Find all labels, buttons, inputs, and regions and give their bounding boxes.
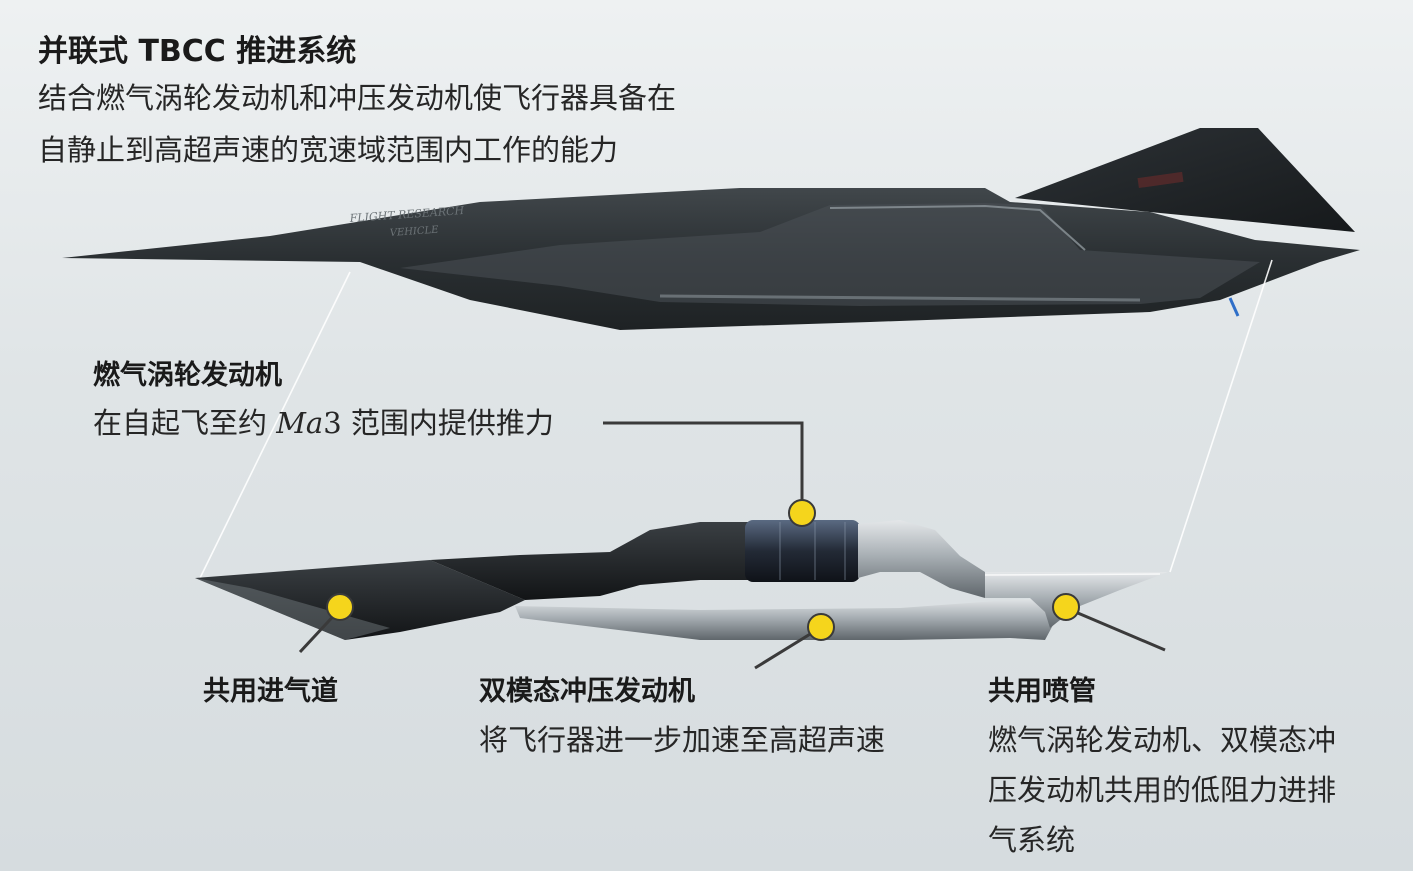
shared-inlet-label: 共用进气道 <box>203 676 338 707</box>
aircraft: FLIGHT RESEARCH VEHICLE <box>62 128 1360 330</box>
diagram-description-line-2: 自静止到高超声速的宽速域范围内工作的能力 <box>38 133 619 167</box>
leader-nozzle <box>1065 606 1166 652</box>
turbine-engine-description: 在自起飞至约 Ma3 范围内提供推力 <box>93 397 554 449</box>
marker-ramjet <box>807 613 835 641</box>
tbcc-engine <box>195 520 1168 640</box>
leader-turbine <box>603 421 804 510</box>
shared-nozzle-description-line-2: 压发动机共用的低阻力进排 <box>988 773 1337 807</box>
shared-inlet-shape <box>195 560 525 640</box>
leader-ramjet <box>754 626 821 670</box>
turbine-desc-suffix: 3 范围内提供推力 <box>323 406 554 440</box>
markers <box>326 499 1080 641</box>
aircraft-tail-fin <box>1015 128 1355 232</box>
shared-nozzle-description-line-3: 气系统 <box>988 823 1076 857</box>
turbine-core <box>745 520 860 582</box>
ramjet-duct <box>515 598 1060 640</box>
turbine-exhaust-duct <box>858 520 985 598</box>
turbine-desc-prefix: 在自起飞至约 <box>93 406 277 440</box>
aircraft-internal-duct <box>400 203 1260 306</box>
turbine-duct <box>430 522 755 600</box>
turbine-engine-label: 燃气涡轮发动机 <box>93 360 282 391</box>
diagram-description-line-1: 结合燃气涡轮发动机和冲压发动机使飞行器具备在 <box>38 81 677 115</box>
marker-turbine <box>788 499 816 527</box>
projection-line-left <box>199 271 351 579</box>
shared-nozzle-label: 共用喷管 <box>988 676 1096 707</box>
ramjet-engine-description: 将飞行器进一步加速至高超声速 <box>479 723 886 757</box>
marker-nozzle <box>1052 593 1080 621</box>
diagram-title: 并联式 TBCC 推进系统 <box>38 34 357 69</box>
turbine-desc-mach: Ma <box>276 406 324 440</box>
projection-line-right <box>1169 259 1273 573</box>
ramjet-engine-label: 双模态冲压发动机 <box>479 676 695 707</box>
shared-nozzle-description-line-1: 燃气涡轮发动机、双模态冲 <box>988 723 1337 757</box>
marker-inlet <box>326 593 354 621</box>
aircraft-marking-2: VEHICLE <box>389 225 439 239</box>
